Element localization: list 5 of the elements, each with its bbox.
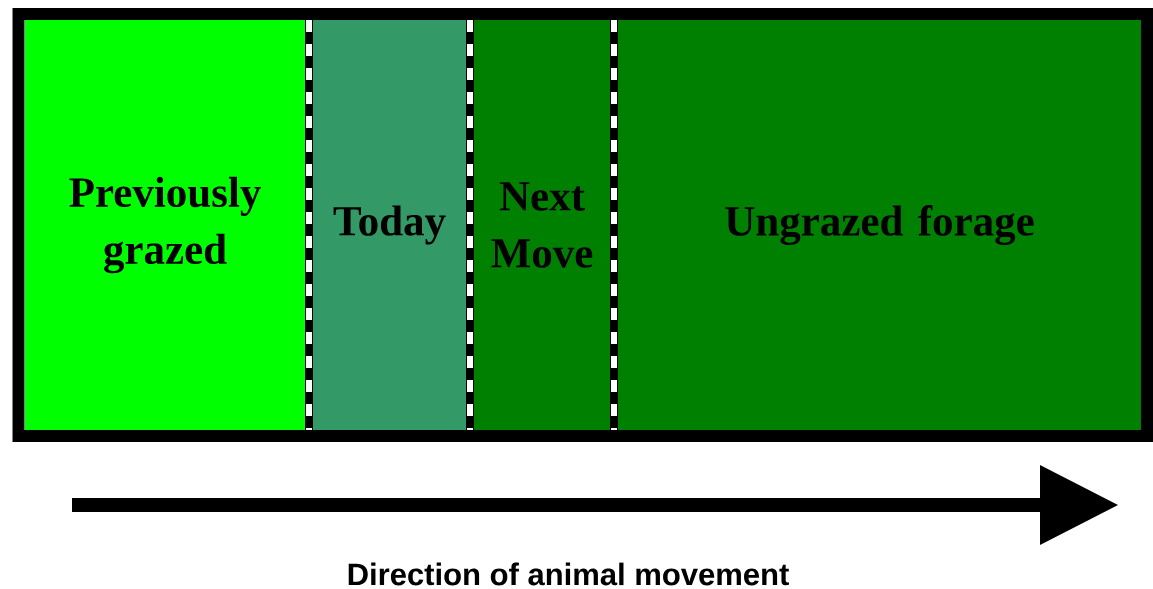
pasture-strip: Ungrazed forage	[618, 20, 1141, 430]
pasture-strip: Next Move	[474, 20, 610, 430]
pasture-strip: Today	[313, 20, 466, 430]
pasture-strip: Previously grazed	[25, 20, 305, 430]
caption: Direction of animal movement	[348, 562, 789, 586]
